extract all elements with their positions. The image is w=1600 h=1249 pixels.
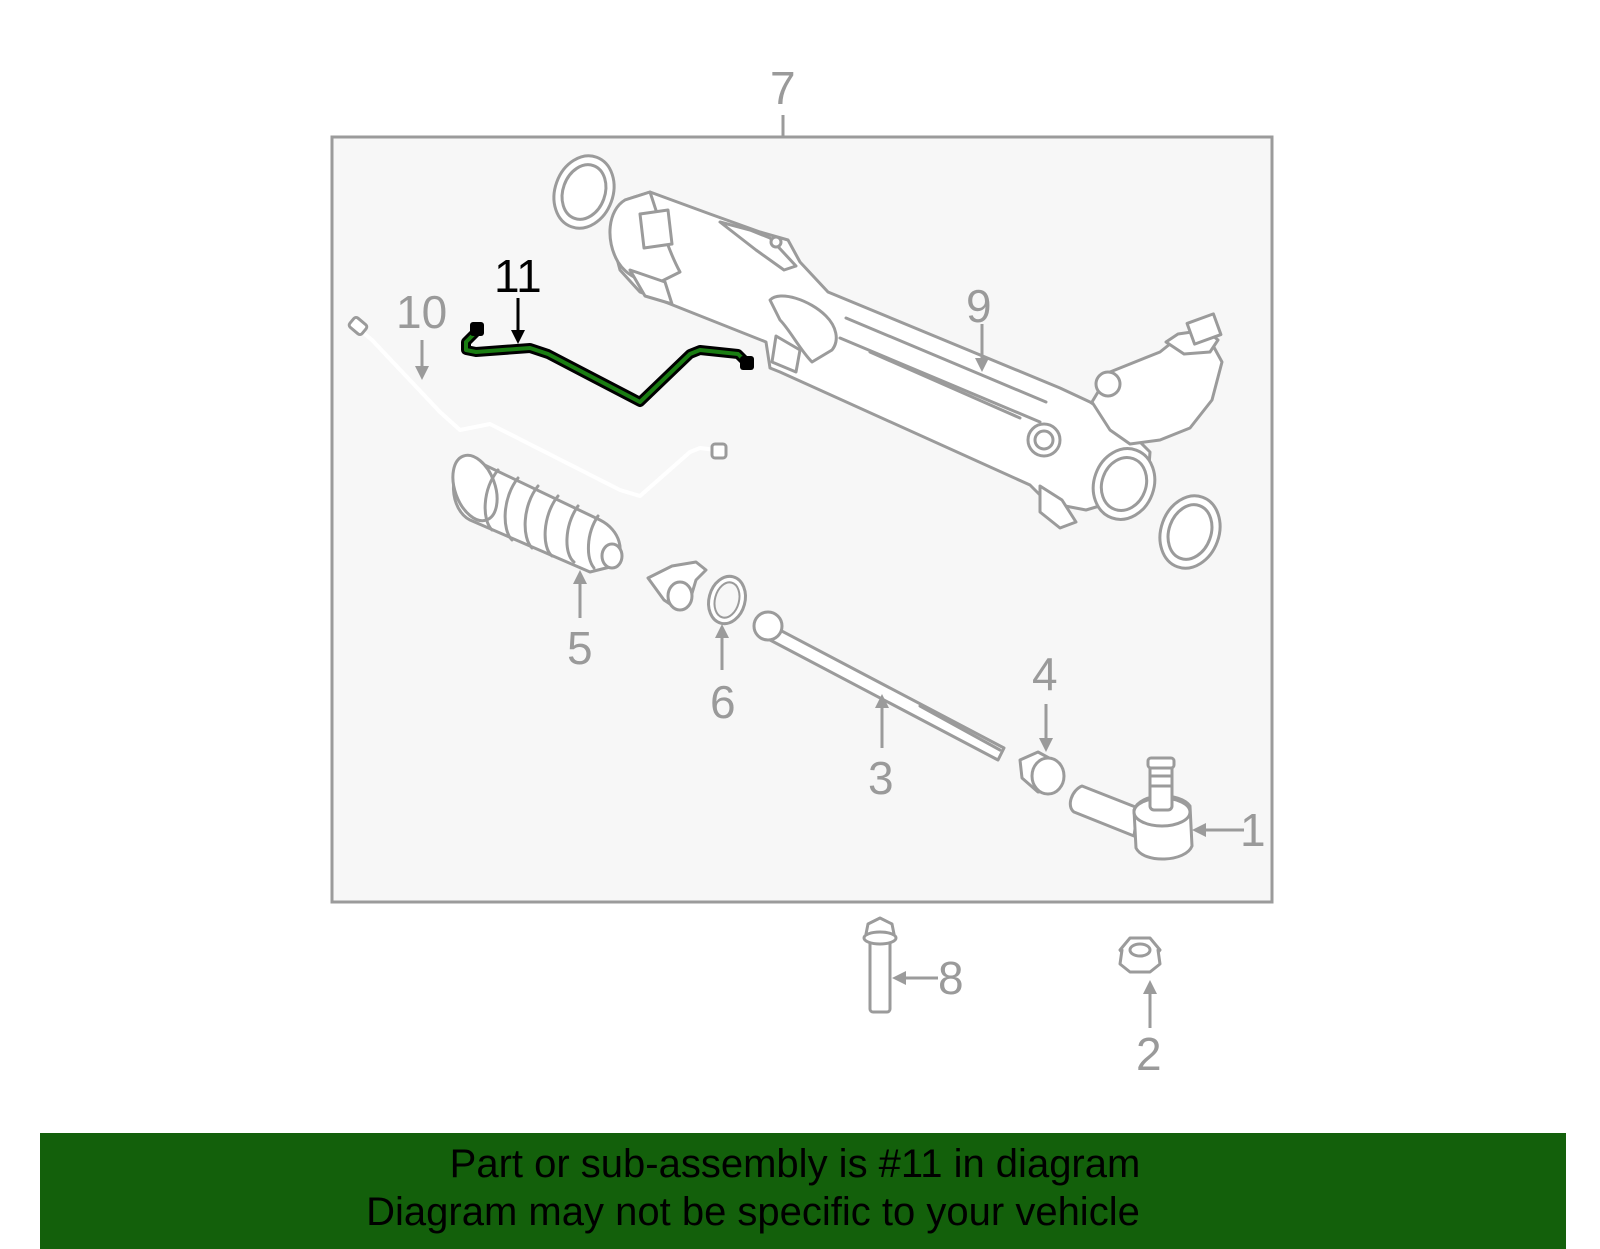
part-5-boot	[451, 453, 624, 574]
arrow-8	[892, 971, 906, 985]
banner-line-disclaimer: Diagram may not be specific to your vehi…	[366, 1190, 1140, 1234]
part-10-pressure-line	[347, 315, 728, 498]
part-1-tie-rod-end	[1068, 756, 1194, 861]
callout-1: 1	[1240, 804, 1266, 856]
part-3-inner-tie-rod	[752, 610, 1006, 762]
arrow-10	[415, 366, 429, 380]
part-2-nut	[1118, 936, 1162, 974]
arrow-4	[1039, 738, 1053, 752]
arrow-2	[1143, 980, 1157, 994]
arrow-6	[715, 624, 729, 638]
banner-line-part: Part or sub-assembly is #11 in diagram	[449, 1142, 1141, 1186]
arrow-11	[511, 330, 525, 344]
callout-11: 11	[494, 250, 542, 302]
part-11-highlighted-line	[461, 322, 754, 407]
part-8-bolt	[862, 916, 898, 1014]
callout-8: 8	[938, 952, 964, 1004]
arrow-5	[573, 570, 587, 584]
part-9-steering-gear	[552, 154, 1224, 570]
callout-2: 2	[1136, 1028, 1162, 1080]
callout-6: 6	[710, 676, 736, 728]
callout-3: 3	[868, 752, 894, 804]
part-4-jam-nut	[1018, 750, 1066, 796]
arrow-9	[975, 358, 989, 372]
callout-5: 5	[567, 622, 593, 674]
callout-7: 7	[770, 62, 796, 114]
info-banner: Part or sub-assembly is #11 in diagram D…	[40, 1133, 1566, 1249]
arrow-3	[875, 694, 889, 708]
arrow-1	[1192, 823, 1206, 837]
part-6-seal	[646, 560, 747, 626]
callout-10: 10	[396, 286, 447, 338]
callout-9: 9	[966, 280, 992, 332]
callout-4: 4	[1032, 648, 1058, 700]
